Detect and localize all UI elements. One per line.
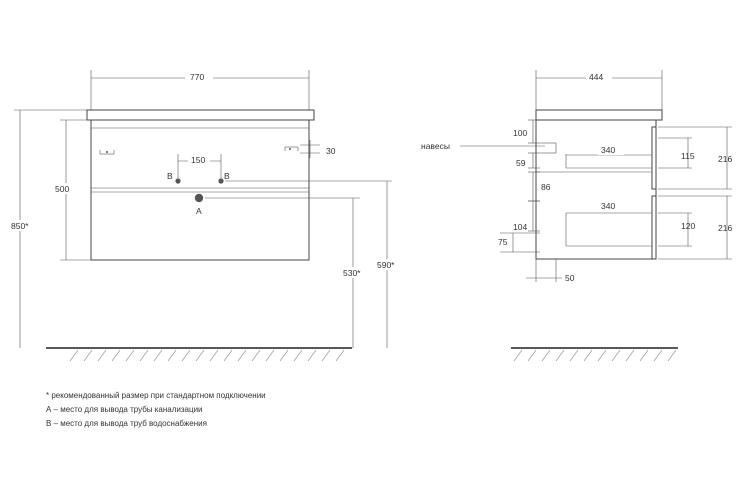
- floor-hatch-stroke: [667, 349, 677, 362]
- floor-hatch-stroke: [513, 349, 523, 362]
- side-front-panel-top: [651, 126, 657, 190]
- side-drawer-bottom: [565, 213, 652, 247]
- side-front-panel-bottom: [651, 195, 657, 260]
- width-label-text: 770: [190, 72, 204, 82]
- supply-height-label: 590*: [377, 260, 395, 270]
- front-hook-left: [99, 150, 115, 155]
- floor-hatch-stroke: [321, 349, 331, 362]
- dim-top-offset: [528, 119, 540, 144]
- side-drawer-top: [565, 154, 652, 169]
- front-cabinet-body: [90, 119, 310, 261]
- height-label: 500: [55, 184, 69, 194]
- dim-front-bottom-height: [658, 195, 732, 260]
- floor-hatch-stroke: [251, 349, 261, 362]
- floor-hatch-stroke: [293, 349, 303, 362]
- back-offset-label: 50: [565, 273, 575, 283]
- note-1: * рекомендованный размер при стандартном…: [46, 391, 266, 400]
- floor-hatch-stroke: [209, 349, 219, 362]
- floor-hatch-stroke: [97, 349, 107, 362]
- note-3: В – место для вывода труб водоснабжения: [46, 419, 207, 428]
- floor-hatch-stroke: [265, 349, 275, 362]
- floor-hatch-stroke: [167, 349, 177, 362]
- floor-hatch-stroke: [541, 349, 551, 362]
- front-bottom-height-label: 216: [718, 223, 732, 233]
- floor-hatch-stroke: [153, 349, 163, 362]
- front-top-height-label: 216: [718, 154, 732, 164]
- pipe-b-right-label: B: [224, 171, 230, 181]
- floor-hatch-right: [513, 349, 677, 362]
- gap-label: 86: [541, 182, 551, 192]
- pipe-spacing-label: 150: [191, 155, 205, 165]
- floor-hatch-stroke: [527, 349, 537, 362]
- floor-hatch-stroke: [195, 349, 205, 362]
- front-hook-right: [284, 146, 299, 151]
- floor-hatch-stroke: [583, 349, 593, 362]
- floor-hatch-stroke: [279, 349, 289, 362]
- depth-label: 444: [589, 72, 603, 82]
- floor-hatch-stroke: [83, 349, 93, 362]
- drawer-top-height-label: 115: [681, 151, 695, 161]
- dim-drawer-top-height: [658, 137, 692, 169]
- bottom-label: 75: [498, 237, 508, 247]
- dim-drawer-bottom-offset: [528, 200, 540, 232]
- dim-hook-to-drawer: [528, 152, 540, 169]
- floor-hatch-stroke: [111, 349, 121, 362]
- drawer-bottom-depth-label: 340: [601, 201, 615, 211]
- top-offset-label: 100: [513, 128, 527, 138]
- floor-hatch-stroke: [555, 349, 565, 362]
- floor-hatch-stroke: [69, 349, 79, 362]
- front-countertop: [86, 109, 315, 121]
- hook-offset-label: 30: [326, 146, 336, 156]
- floor-hatch-stroke: [625, 349, 635, 362]
- pipe-b-left-label: B: [167, 171, 173, 181]
- side-view: 444 навесы 100 59 340 115: [421, 70, 732, 362]
- front-view: B B A 770 150 30: [10, 70, 402, 362]
- floor-hatch-stroke: [611, 349, 621, 362]
- floor-hatch-stroke: [653, 349, 663, 362]
- side-countertop: [535, 109, 663, 121]
- pipe-b-left-dot: [175, 178, 181, 184]
- floor-hatch-left: [69, 349, 345, 362]
- note-2: А – место для вывода трубы канализации: [46, 405, 203, 414]
- side-cabinet-body: [535, 119, 657, 260]
- floor-hatch-stroke: [307, 349, 317, 362]
- drawer-bottom-height-label: 120: [681, 221, 695, 231]
- pipe-a-dot: [194, 193, 204, 203]
- pipe-a-label: A: [196, 206, 202, 216]
- hook-to-drawer-label: 59: [516, 158, 526, 168]
- dim-front-top-height: [658, 126, 732, 190]
- floor-hatch-stroke: [139, 349, 149, 362]
- drawer-top-depth-label: 340: [601, 145, 615, 155]
- floor-hatch-stroke: [181, 349, 191, 362]
- hinges-label: навесы: [421, 141, 450, 151]
- floor-hatch-stroke: [125, 349, 135, 362]
- drawer-bottom-offset-label: 104: [513, 222, 527, 232]
- floor-hatch-stroke: [597, 349, 607, 362]
- total-height-label: 850*: [11, 221, 29, 231]
- floor-hatch-stroke: [223, 349, 233, 362]
- side-hinge-hook: [540, 142, 557, 154]
- dim-drawer-bottom-height: [658, 212, 692, 247]
- drain-height-label: 530*: [343, 268, 361, 278]
- dim-bottom: [500, 232, 540, 253]
- dim-back-offset: [526, 259, 562, 282]
- pipe-b-right-dot: [218, 178, 224, 184]
- dim-hook-offset: [300, 140, 320, 158]
- floor-hatch-stroke: [569, 349, 579, 362]
- floor-hatch-stroke: [237, 349, 247, 362]
- floor-hatch-stroke: [335, 349, 345, 362]
- floor-hatch-stroke: [639, 349, 649, 362]
- notes: * рекомендованный размер при стандартном…: [46, 391, 266, 428]
